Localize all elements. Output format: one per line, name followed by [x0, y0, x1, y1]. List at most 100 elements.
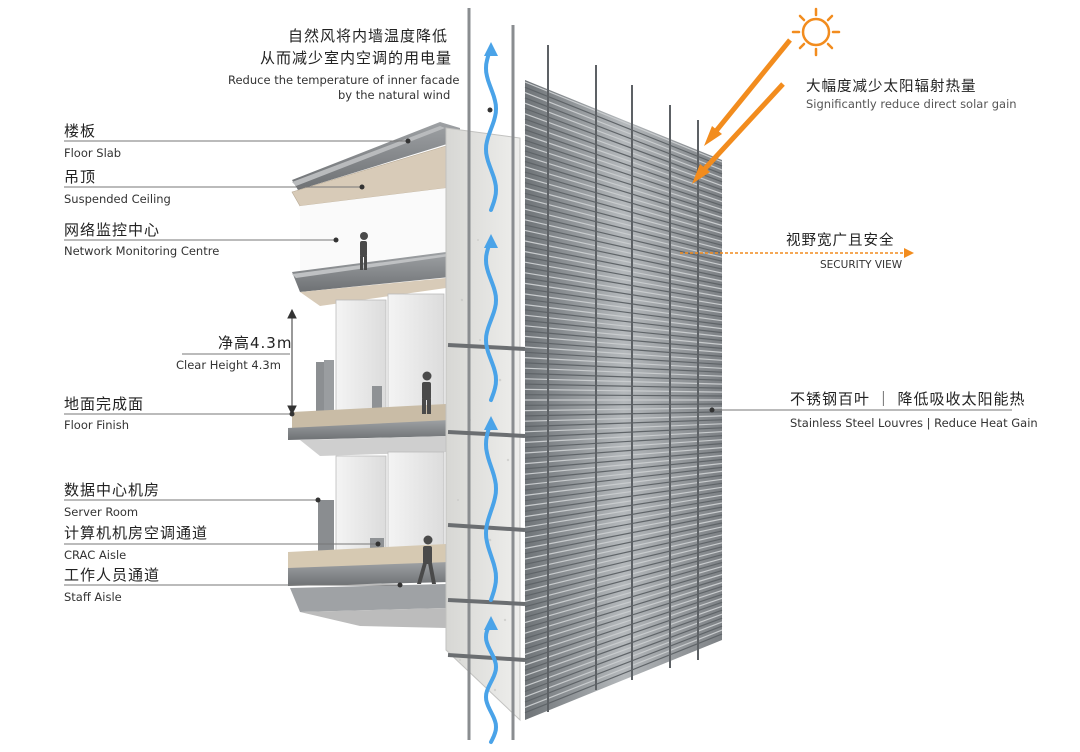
staff-label-cn: 工作人员通道 [64, 566, 161, 584]
louvre-slat [524, 235, 723, 278]
louvre-slat [524, 526, 723, 571]
louvre-slat [524, 621, 723, 698]
louvre-slat [524, 605, 723, 677]
louvre-slat [524, 589, 723, 655]
louvre-slat [524, 451, 723, 470]
middle-floor-slab [292, 252, 460, 306]
louvre-slat [524, 171, 723, 230]
louvre-slat [524, 443, 723, 459]
louvre-slat [524, 309, 723, 334]
louvre-slat [524, 573, 723, 634]
louvre-slat [524, 229, 723, 274]
louvre-slat [524, 609, 723, 682]
louvre-slat [524, 357, 723, 369]
wind-label-cn-2: 从而减少室内空调的用电量 [260, 49, 453, 67]
louvre-slat [524, 113, 723, 187]
louvre-slat [524, 570, 723, 629]
louvre-slat [524, 625, 723, 703]
louvre-slat [524, 86, 723, 167]
crac-label-cn: 计算机机房空调通道 [64, 524, 209, 542]
louvre-slat [524, 277, 723, 310]
slab-label-en: Floor Slab [64, 146, 122, 160]
louvre-slat [524, 346, 723, 361]
louvre-slat [524, 145, 723, 211]
louvre-slat [524, 411, 723, 417]
louvre-slat [524, 510, 723, 549]
louvre-slat [524, 192, 723, 246]
louvre-slat [524, 378, 723, 385]
louvre-slat [524, 415, 723, 422]
louvre-slat [524, 319, 723, 342]
louvre-slat [524, 486, 723, 518]
airflow-wave [483, 620, 499, 744]
louvre-slat [524, 256, 723, 294]
louvre-slat [524, 150, 723, 215]
louvre-slat [524, 593, 723, 661]
airflow-arrowhead [484, 42, 498, 56]
clear-height-dimension [287, 308, 297, 416]
airflow-arrowhead [484, 416, 498, 430]
louvre-slat [524, 351, 723, 365]
natural-wind-airflow [483, 42, 499, 744]
slab-label-cn: 楼板 [64, 122, 97, 140]
louvre-slat [524, 597, 723, 666]
louvre-slat [524, 419, 723, 428]
louvre-slat [524, 498, 723, 534]
louvre-slat [524, 213, 723, 262]
louvre-slat [524, 383, 723, 389]
louvre-slat [524, 407, 723, 412]
louvre-slat [524, 522, 723, 565]
wind-label-en-1: Reduce the temperature of inner facade [228, 73, 460, 87]
louvre-slat [524, 372, 723, 381]
louvre-slat [524, 490, 723, 523]
louvre-slat [524, 585, 723, 650]
view-label-en: SECURITY VIEW [820, 259, 903, 271]
louvre-slat [524, 203, 723, 254]
height-label-en: Clear Height 4.3m [176, 358, 281, 372]
louvre-slat [524, 92, 723, 171]
louvre-slat [524, 272, 723, 306]
louvre-slat [524, 562, 723, 618]
louvre-slat [524, 462, 723, 486]
louvre-slat [524, 261, 723, 298]
ceiling-label-cn: 吊顶 [64, 168, 97, 186]
louvre-slat [524, 388, 723, 393]
solar-label-cn: 大幅度减少太阳辐射热量 [806, 79, 977, 95]
louvre-slat [524, 282, 723, 314]
louvre-slat [524, 447, 723, 465]
server-label-cn: 数据中心机房 [64, 481, 161, 499]
louvre-slat [524, 394, 723, 397]
louvre-slat [524, 266, 723, 302]
louvre-slat [524, 107, 723, 183]
louvre-slat [524, 633, 723, 714]
louvre-slat [524, 325, 723, 346]
louvre-slat [524, 160, 723, 223]
louvre-label-en: Stainless Steel Louvres | Reduce Heat Ga… [790, 416, 1038, 430]
louvre-slat [524, 613, 723, 687]
louvre-slat [524, 139, 723, 207]
floor-finish-slab [288, 404, 450, 456]
louvre-slat [524, 431, 723, 443]
louvre-slat [524, 187, 723, 242]
louvre-slat [524, 224, 723, 270]
louvre-slat [524, 293, 723, 322]
noc-floor-space [300, 188, 446, 272]
louvre-slat [524, 335, 723, 353]
airflow-wave [483, 46, 499, 212]
louvre-slat [524, 330, 723, 349]
louvre-slat [524, 466, 723, 491]
louvre-slat [524, 458, 723, 481]
sun-icon [791, 7, 841, 57]
noc-label-cn: 网络监控中心 [64, 221, 161, 239]
louvre-slat [524, 550, 723, 602]
upper-rooms [316, 293, 445, 421]
louvre-slat [524, 454, 723, 475]
louvre-posts [547, 45, 699, 712]
wind-label-cn-1: 自然风将内墙温度降低 [288, 27, 449, 45]
wind-label-en-2: by the natural wind [338, 88, 451, 102]
louvre-slat [524, 245, 723, 286]
louvre-slat [524, 362, 723, 373]
louvre-slat [524, 538, 723, 587]
bottom-floor-slab [288, 544, 450, 628]
louvre-slat [524, 314, 723, 338]
